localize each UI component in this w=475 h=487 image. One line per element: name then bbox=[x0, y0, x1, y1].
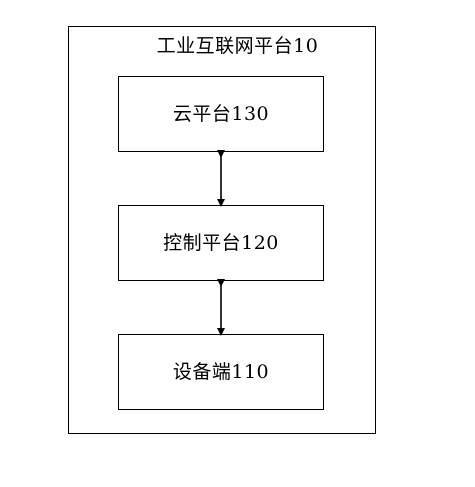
device-end-box: 设备端110 bbox=[118, 334, 324, 410]
cloud-platform-label: 云平台130 bbox=[172, 103, 270, 125]
device-end-label: 设备端110 bbox=[172, 361, 270, 383]
control-platform-label: 控制平台120 bbox=[163, 232, 279, 254]
industrial-internet-platform-container bbox=[68, 26, 376, 434]
cloud-platform-box: 云平台130 bbox=[118, 76, 324, 152]
control-platform-box: 控制平台120 bbox=[118, 205, 324, 281]
platform-title: 工业互联网平台10 bbox=[156, 35, 319, 57]
